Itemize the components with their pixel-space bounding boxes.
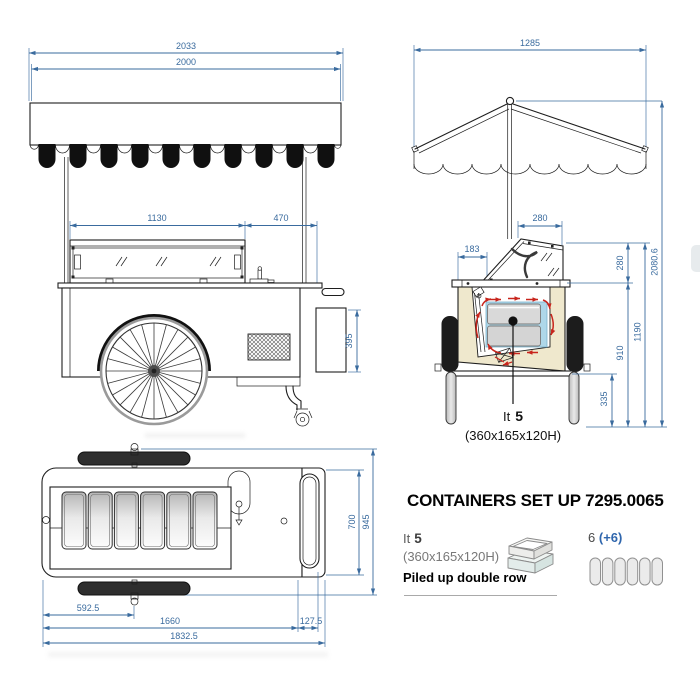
top-view: 700 945	[41, 443, 377, 647]
glass-display-case	[69, 239, 246, 284]
front-wheels	[434, 316, 591, 425]
dim-box-height: 395	[344, 333, 354, 348]
container-capsule	[639, 557, 651, 586]
dim-umbrella-width: 1285	[520, 38, 540, 48]
container-lower	[487, 325, 541, 347]
container-capsule	[651, 557, 663, 586]
dim-axle-height: 335	[599, 391, 609, 406]
counter-top	[57, 282, 323, 289]
spoked-wheel	[97, 314, 211, 426]
umbrella	[411, 96, 649, 239]
tub-rim	[451, 279, 571, 288]
count-extra: (+6)	[598, 530, 623, 545]
dim-case-width: 1130	[147, 213, 166, 223]
panel-title: CONTAINERS SET UP 7295.0065	[407, 491, 664, 510]
dim-total-height: 2080.6	[650, 248, 660, 276]
rear-box	[315, 307, 347, 373]
container-capsule	[614, 557, 626, 586]
lid-shine-marks	[540, 252, 560, 277]
side-view: 2033 2000	[28, 41, 361, 427]
left-leg	[445, 371, 457, 425]
lid-handle	[510, 247, 538, 279]
left-wheel	[441, 316, 459, 372]
dim-work-height: 1190	[633, 322, 643, 341]
dim-total-width: 2033	[176, 41, 196, 51]
container-capsule	[601, 557, 614, 586]
caster-wheel	[285, 385, 313, 427]
container-capsule	[626, 557, 639, 586]
ventilation-grille	[247, 333, 291, 361]
dim-lid-left: 183	[464, 244, 479, 254]
scan-shadow	[145, 433, 245, 438]
umbrella-scallop-edge	[413, 163, 647, 175]
scan-shadow	[48, 652, 328, 657]
dim-outer-width: 945	[361, 514, 371, 529]
glass-lid	[478, 238, 564, 285]
umbrella-peak	[505, 96, 515, 106]
glass-shine-marks	[115, 256, 222, 267]
plan-wheels	[77, 443, 191, 606]
container-stack-icon	[507, 537, 554, 574]
dim-wheel-offset: 592.5	[77, 603, 100, 613]
awning-scallops	[38, 144, 335, 168]
awning	[29, 102, 342, 168]
dim-lid-top-width: 280	[532, 213, 547, 223]
right-wheel	[566, 316, 584, 372]
front-section-view: 1285 280 183	[411, 38, 667, 443]
container-marker-dot	[508, 316, 518, 326]
dim-lid-height: 280	[615, 255, 625, 270]
count-base: 6	[588, 530, 596, 545]
plan-handle	[299, 473, 320, 569]
container-tray	[49, 486, 232, 570]
container-count-line: 6 (+6)	[588, 530, 622, 545]
dim-total-length: 1832.5	[170, 631, 198, 641]
container-capsule	[589, 557, 601, 586]
tub-cross-section	[451, 279, 574, 404]
container-note: Piled up double row	[403, 570, 527, 585]
plan-body	[41, 467, 326, 578]
dim-body-height: 910	[615, 345, 625, 360]
panel-divider	[404, 595, 557, 596]
dim-counter-width: 470	[273, 213, 288, 223]
under-tray	[236, 376, 301, 387]
container-size-label: (360x165x120H)	[465, 428, 561, 443]
airflow-arrows	[476, 296, 553, 366]
tap-fixture	[249, 266, 275, 284]
awning-poles	[64, 157, 307, 283]
container-size-line: (360x165x120H)	[403, 549, 500, 564]
tray-containers	[61, 491, 218, 550]
container-it-label: It	[403, 531, 411, 546]
container-capsule-row	[589, 557, 663, 586]
dim-awning-width: 2000	[176, 57, 196, 67]
dim-inner-width: 700	[347, 514, 357, 529]
push-handle	[321, 287, 345, 297]
dim-body-length: 1660	[160, 616, 180, 626]
container-qty: 5	[414, 531, 422, 546]
dim-handle-length: 127.5	[300, 616, 323, 626]
right-leg	[568, 371, 580, 425]
edge-artifact	[691, 245, 700, 272]
